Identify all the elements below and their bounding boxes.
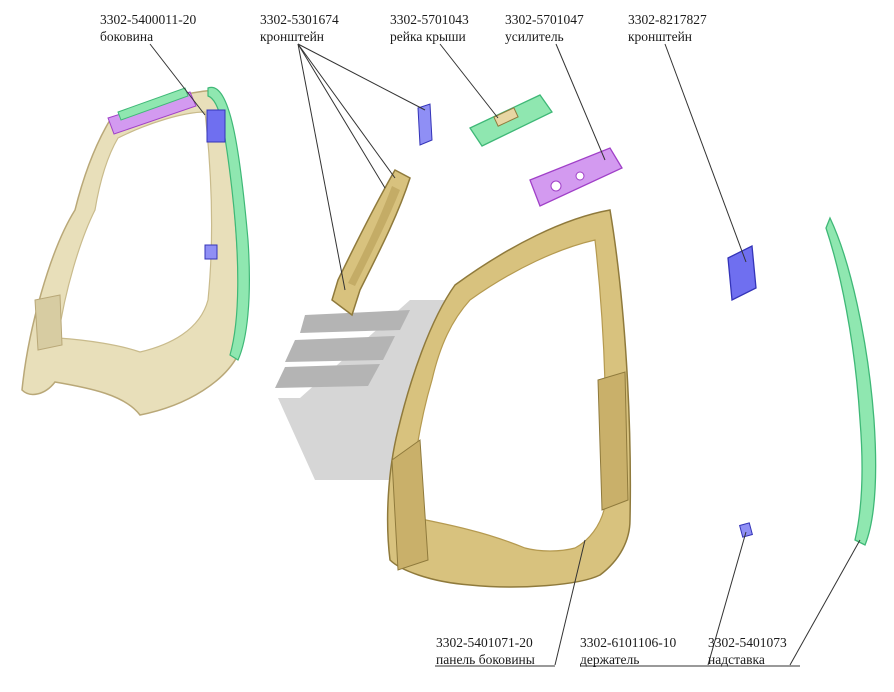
label-roofrail: 3302-5701043 рейка крыши <box>390 11 469 45</box>
label-holder-name: держатель <box>580 652 640 667</box>
side-wall-green-strip <box>117 87 189 121</box>
side-wall-blue-bracket <box>206 109 226 143</box>
extension-body <box>825 216 877 546</box>
part-extension[interactable] <box>825 216 877 546</box>
leader-extension <box>789 539 861 666</box>
label-reinforcement-number: 3302-5701047 <box>505 12 584 27</box>
watermark-stripe-2 <box>285 336 395 362</box>
part-pillar-bracket[interactable] <box>331 103 433 317</box>
part-reinforcement[interactable] <box>529 147 623 207</box>
bracket-2-body <box>727 244 757 302</box>
label-holder: 3302-6101106-10 держатель <box>580 634 676 668</box>
leader-side <box>149 43 206 116</box>
label-side: 3302-5400011-20 боковина <box>100 11 196 45</box>
side-wall-blue-tab <box>204 244 218 260</box>
side-panel-opening <box>409 239 607 552</box>
watermark-stripe-1 <box>300 310 410 333</box>
leader-bracket1-c <box>297 43 386 189</box>
label-side-number: 3302-5400011-20 <box>100 12 197 27</box>
leader-bracket2 <box>664 43 747 263</box>
part-roof-rail[interactable] <box>469 94 553 147</box>
watermark-stripe-3 <box>275 364 380 388</box>
label-extension: 3302-5401073 надставка <box>708 634 787 668</box>
label-extension-number: 3302-5401073 <box>708 635 787 650</box>
label-bracket1-number: 3302-5301674 <box>260 12 339 27</box>
label-bracket2-name: кронштейн <box>628 29 693 44</box>
label-holder-number: 3302-6101106-10 <box>580 635 677 650</box>
label-bracket2: 3302-8217827 кронштейн <box>628 11 707 45</box>
side-wall-lower-panel <box>34 294 63 351</box>
label-side-name: боковина <box>100 29 154 44</box>
leader-bracket1-a <box>297 43 426 111</box>
reinforcement-hole-2 <box>575 171 585 181</box>
reinforcement-hole-1 <box>550 180 562 192</box>
side-panel-left-column <box>391 439 429 571</box>
holder-body <box>739 522 753 538</box>
leader-holder <box>707 531 747 666</box>
leader-lines <box>149 43 861 667</box>
label-roofrail-name: рейка крыши <box>390 29 466 44</box>
leader-sidepanel <box>554 539 586 666</box>
label-reinforcement-name: усилитель <box>505 29 564 44</box>
side-wall-window <box>57 111 213 353</box>
leader-bracket1-b <box>297 43 346 291</box>
part-side-wall[interactable] <box>21 86 250 416</box>
label-sidepanel: 3302-5401071-20 панель боковины <box>436 634 535 668</box>
side-wall-green-rail <box>207 86 250 361</box>
label-extension-name: надставка <box>708 652 765 667</box>
label-sidepanel-number: 3302-5401071-20 <box>436 635 533 650</box>
part-bracket-2[interactable] <box>727 244 757 302</box>
side-panel-right-column <box>597 371 629 511</box>
label-sidepanel-name: панель боковины <box>436 652 535 667</box>
label-reinforcement: 3302-5701047 усилитель <box>505 11 584 45</box>
label-bracket1: 3302-5301674 кронштейн <box>260 11 339 45</box>
leader-bracket1-d <box>297 43 396 179</box>
label-bracket2-number: 3302-8217827 <box>628 12 707 27</box>
leader-reinforcement <box>555 43 606 161</box>
pillar-bracket-inner <box>348 186 400 286</box>
label-roofrail-number: 3302-5701043 <box>390 12 469 27</box>
part-side-panel[interactable] <box>386 209 632 588</box>
part-holder[interactable] <box>739 522 753 538</box>
leader-roofrail <box>439 43 499 119</box>
roof-rail-slot <box>493 107 519 127</box>
label-bracket1-name: кронштейн <box>260 29 325 44</box>
small-bracket-upper <box>417 103 433 146</box>
